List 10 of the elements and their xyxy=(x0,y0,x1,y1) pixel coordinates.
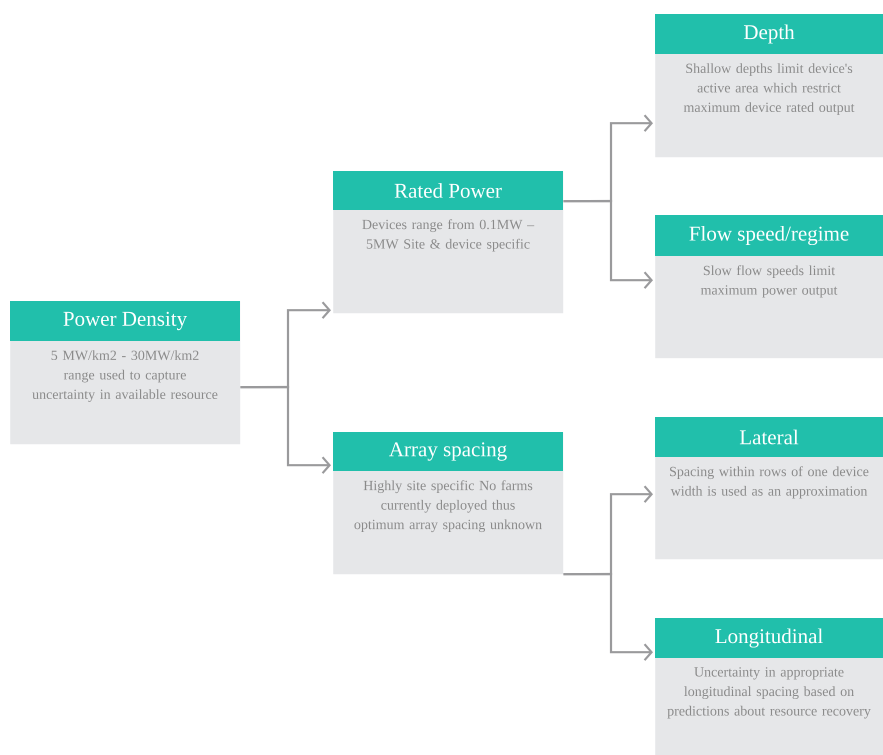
card-header: Power Density xyxy=(10,301,240,341)
card-header: Depth xyxy=(655,14,883,54)
arrow xyxy=(563,200,654,289)
card-header: Longitudinal xyxy=(655,618,883,658)
card-header: Rated Power xyxy=(333,171,563,210)
arrow xyxy=(240,386,331,474)
card-header: Flow speed/regime xyxy=(655,215,883,256)
arrow xyxy=(563,572,654,661)
card-header: Array spacing xyxy=(333,432,563,471)
card-header: Lateral xyxy=(655,417,883,457)
